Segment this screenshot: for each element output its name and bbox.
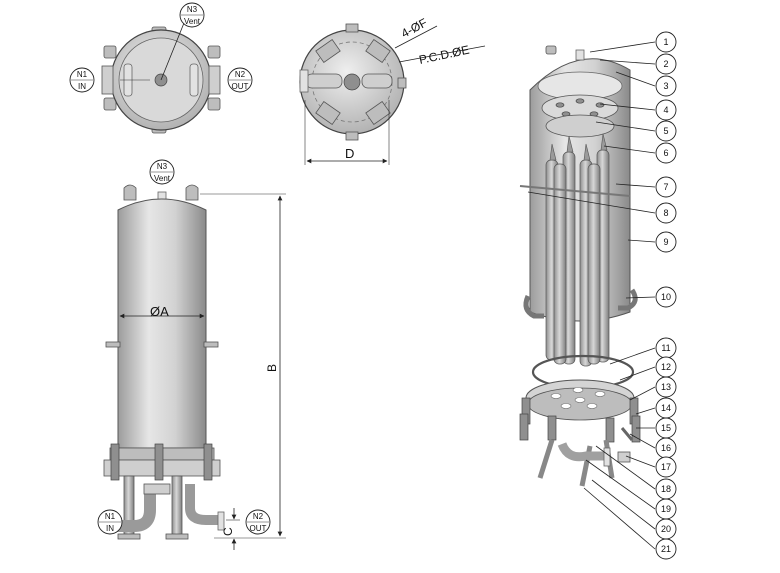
callout-12: 12: [655, 356, 677, 378]
nozzle-tag-n1-top: N1 IN: [69, 67, 95, 93]
callout-5: 5: [655, 120, 677, 142]
callout-20: 20: [655, 518, 677, 540]
svg-text:21: 21: [661, 544, 671, 554]
callout-4: 4: [655, 99, 677, 121]
callout-8: 8: [655, 202, 677, 224]
callout-leaders: [527, 41, 656, 550]
callout-19: 19: [655, 498, 677, 520]
nozzle-tag-n3-top: N3 Vent: [179, 2, 205, 28]
callout-21: 21: [655, 538, 677, 560]
nozzle-label: IN: [78, 82, 86, 91]
nozzle-id: N1: [105, 512, 116, 521]
front-view: [103, 184, 286, 550]
nozzle-tag-n2-front: N2 OUT: [245, 509, 271, 535]
svg-text:13: 13: [661, 382, 671, 392]
dimension-b: B: [265, 364, 279, 372]
nozzle-label: IN: [106, 524, 114, 533]
nozzle-label: Vent: [184, 17, 201, 26]
nozzle-tag-n2-top: N2 OUT: [227, 67, 253, 93]
dimension-c: C: [221, 527, 235, 536]
callout-1: 1: [655, 31, 677, 53]
exploded-view: [519, 45, 641, 487]
nozzle-label: Vent: [154, 174, 171, 183]
top-view: [101, 17, 221, 134]
callout-15: 15: [655, 417, 677, 439]
svg-text:10: 10: [661, 292, 671, 302]
nozzle-tag-n1-front: N1 IN: [97, 509, 123, 535]
callout-18: 18: [655, 478, 677, 500]
svg-text:7: 7: [663, 182, 668, 192]
callout-13: 13: [655, 376, 677, 398]
callout-2: 2: [655, 53, 677, 75]
svg-text:6: 6: [663, 148, 668, 158]
callout-6: 6: [655, 142, 677, 164]
svg-text:15: 15: [661, 423, 671, 433]
svg-text:16: 16: [661, 443, 671, 453]
dimension-pcd: P.C.D.ØE: [418, 43, 471, 67]
svg-text:9: 9: [663, 237, 668, 247]
nozzle-label: OUT: [232, 82, 249, 91]
callout-17: 17: [655, 456, 677, 478]
svg-text:11: 11: [661, 343, 670, 353]
callout-9: 9: [655, 231, 677, 253]
svg-text:20: 20: [661, 524, 671, 534]
svg-text:19: 19: [661, 504, 671, 514]
nozzle-tag-n3-front: N3 Vent: [149, 159, 175, 185]
svg-text:1: 1: [663, 37, 668, 47]
bottom-view: [299, 23, 486, 165]
dimension-a: ØA: [150, 304, 169, 319]
nozzle-id: N3: [157, 162, 168, 171]
svg-text:4: 4: [663, 105, 668, 115]
callout-11: 11: [655, 337, 677, 359]
svg-text:17: 17: [661, 462, 671, 472]
nozzle-id: N1: [77, 70, 88, 79]
svg-text:2: 2: [663, 59, 668, 69]
svg-text:14: 14: [661, 403, 671, 413]
nozzle-id: N3: [187, 5, 198, 14]
callout-14: 14: [655, 397, 677, 419]
nozzle-label: OUT: [250, 524, 267, 533]
dimension-d: D: [345, 146, 354, 161]
nozzle-id: N2: [235, 70, 246, 79]
svg-text:3: 3: [663, 81, 668, 91]
nozzle-id: N2: [253, 512, 264, 521]
callout-3: 3: [655, 75, 677, 97]
svg-text:8: 8: [663, 208, 668, 218]
callout-16: 16: [655, 437, 677, 459]
callout-10: 10: [655, 286, 677, 308]
dimension-holes: 4-ØF: [399, 15, 430, 40]
svg-text:5: 5: [663, 126, 668, 136]
svg-text:18: 18: [661, 484, 671, 494]
svg-text:12: 12: [661, 362, 671, 372]
callout-7: 7: [655, 176, 677, 198]
